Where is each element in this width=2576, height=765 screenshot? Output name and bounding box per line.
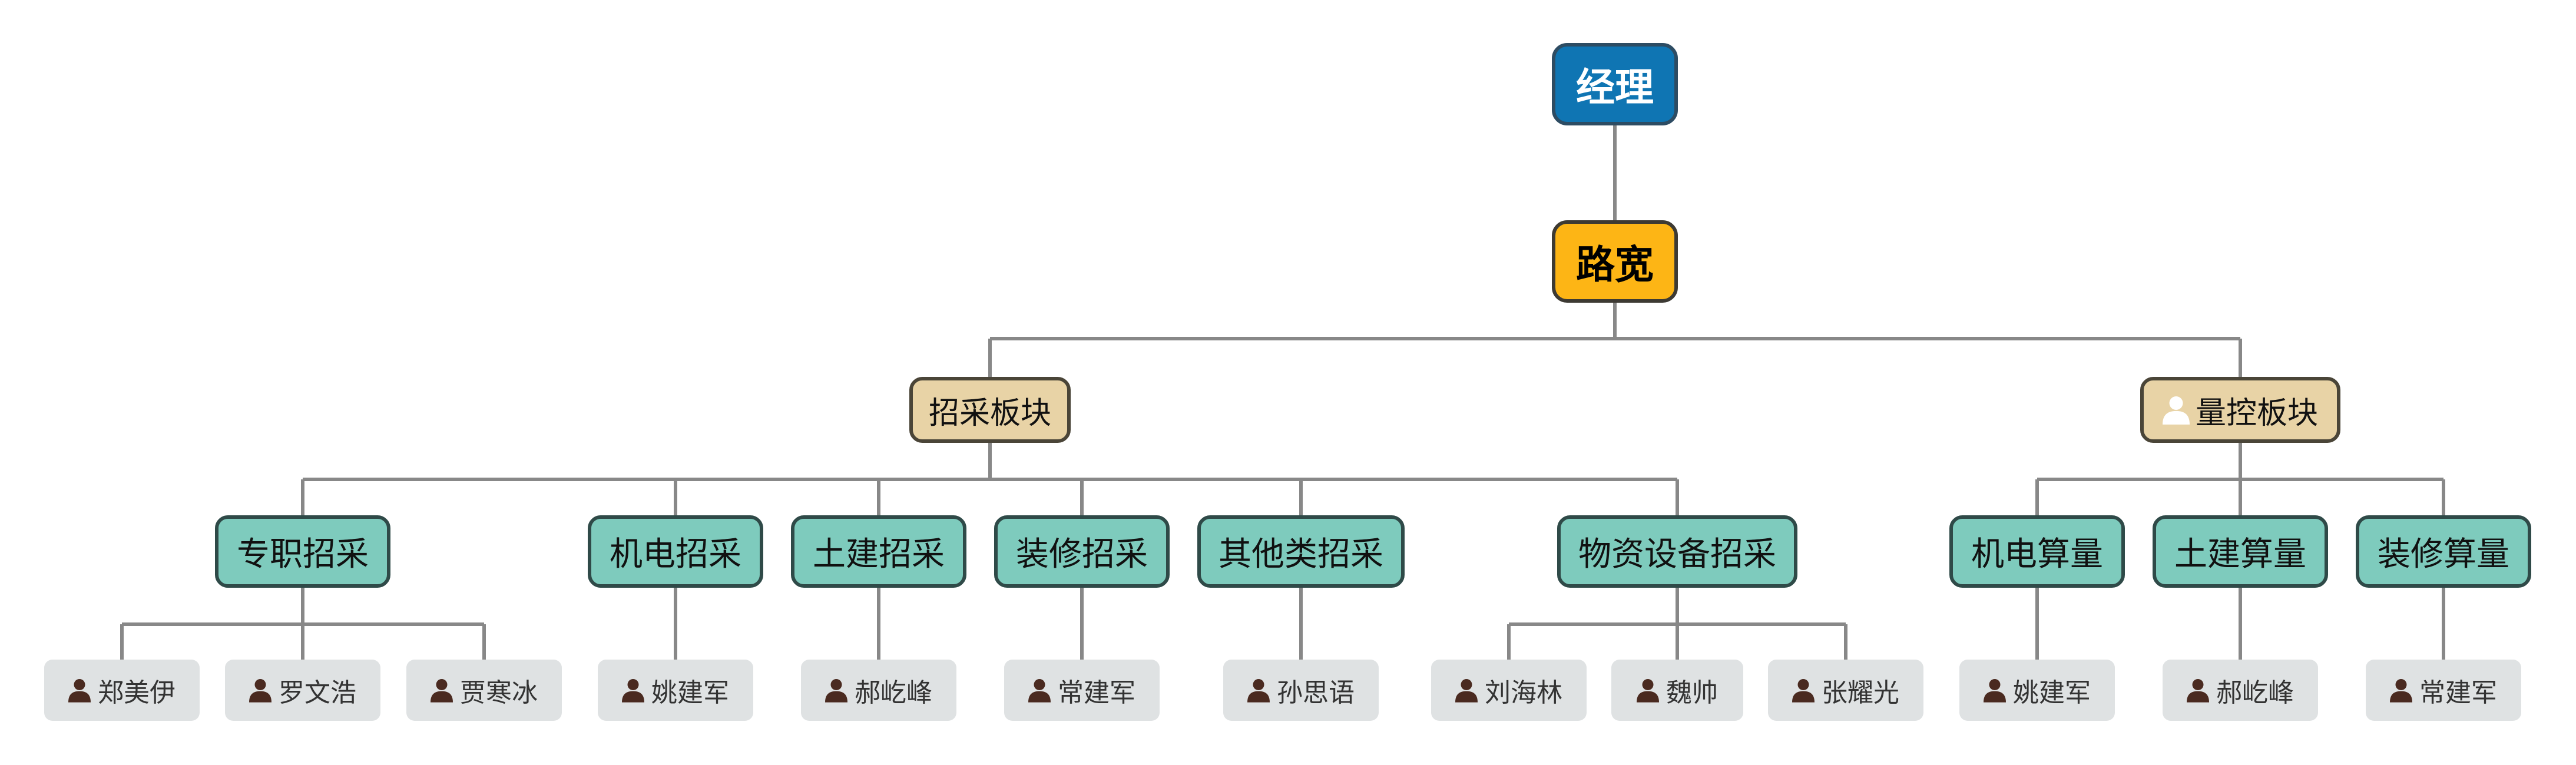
department-label: 物资设备招采 (1578, 535, 1776, 574)
root-label: 经理 (1576, 65, 1654, 110)
person-node[interactable]: 姚建军 (1959, 660, 2115, 721)
user-icon (2162, 396, 2190, 425)
person-node[interactable]: 常建军 (1004, 660, 1160, 721)
person-node[interactable]: 郝屹峰 (801, 660, 956, 721)
person-name: 贾寒冰 (460, 678, 538, 708)
department-label: 其他类招采 (1219, 535, 1383, 574)
department-node[interactable]: 物资设备招采 (1557, 515, 1797, 588)
department-label: 装修招采 (1016, 535, 1148, 574)
section-label: 量控板块 (2195, 395, 2318, 431)
person-icon (249, 679, 271, 703)
person-name: 常建军 (1058, 678, 1135, 708)
person-node[interactable]: 姚建军 (598, 660, 753, 721)
person-name: 罗文浩 (279, 678, 356, 708)
department-label: 专职招采 (237, 535, 369, 574)
person-name: 姚建军 (651, 678, 729, 708)
department-node[interactable]: 机电算量 (1949, 515, 2125, 588)
connector-section2-departments (2035, 443, 2445, 515)
person-icon (431, 679, 453, 703)
person-node[interactable]: 常建军 (2366, 660, 2521, 721)
department-label: 土建招采 (813, 535, 945, 574)
person-icon (1637, 679, 1659, 703)
person-node[interactable]: 贾寒冰 (406, 660, 562, 721)
person-name: 郝屹峰 (2216, 678, 2294, 708)
person-node[interactable]: 罗文浩 (225, 660, 380, 721)
person-node[interactable]: 魏帅 (1611, 660, 1743, 721)
department-label: 土建算量 (2174, 535, 2306, 574)
person-icon (1247, 679, 1270, 703)
person-node[interactable]: 刘海林 (1431, 660, 1587, 721)
person-node[interactable]: 郑美伊 (44, 660, 200, 721)
person-icon (825, 679, 847, 703)
section-node-quantity-control[interactable]: 量控板块 (2140, 377, 2340, 443)
department-label: 机电招采 (610, 535, 741, 574)
person-node[interactable]: 孙思语 (1223, 660, 1379, 721)
person-icon (622, 679, 644, 703)
person-icon (1455, 679, 1478, 703)
connector-dept-people (120, 588, 2445, 660)
department-node[interactable]: 土建算量 (2153, 515, 2328, 588)
person-icon (1028, 679, 1051, 703)
section-node-procurement[interactable]: 招采板块 (909, 377, 1071, 443)
head-label: 路宽 (1576, 242, 1654, 287)
department-node[interactable]: 土建招采 (791, 515, 966, 588)
head-node[interactable]: 路宽 (1552, 220, 1678, 303)
person-name: 张耀光 (1822, 678, 1899, 708)
person-icon (1792, 679, 1815, 703)
connector-section1-departments (301, 443, 1679, 515)
person-name: 郝屹峰 (855, 678, 932, 708)
person-icon (2187, 679, 2209, 703)
person-icon (68, 679, 91, 703)
person-name: 刘海林 (1485, 678, 1562, 708)
department-node[interactable]: 装修招采 (994, 515, 1170, 588)
section-label: 招采板块 (928, 395, 1051, 431)
department-node[interactable]: 其他类招采 (1197, 515, 1405, 588)
person-name: 郑美伊 (98, 678, 176, 708)
department-node[interactable]: 装修算量 (2356, 515, 2531, 588)
person-node[interactable]: 张耀光 (1768, 660, 1923, 721)
person-node[interactable]: 郝屹峰 (2163, 660, 2318, 721)
person-name: 常建军 (2419, 678, 2497, 708)
department-label: 机电算量 (1971, 535, 2103, 574)
person-icon (2390, 679, 2412, 703)
person-name: 姚建军 (2013, 678, 2091, 708)
connector-head-sections (988, 303, 2242, 377)
person-name: 魏帅 (1666, 678, 1718, 708)
root-node[interactable]: 经理 (1552, 43, 1678, 125)
person-icon (1984, 679, 2006, 703)
department-label: 装修算量 (2378, 535, 2509, 574)
person-name: 孙思语 (1277, 678, 1355, 708)
department-node[interactable]: 专职招采 (215, 515, 390, 588)
department-node[interactable]: 机电招采 (588, 515, 763, 588)
